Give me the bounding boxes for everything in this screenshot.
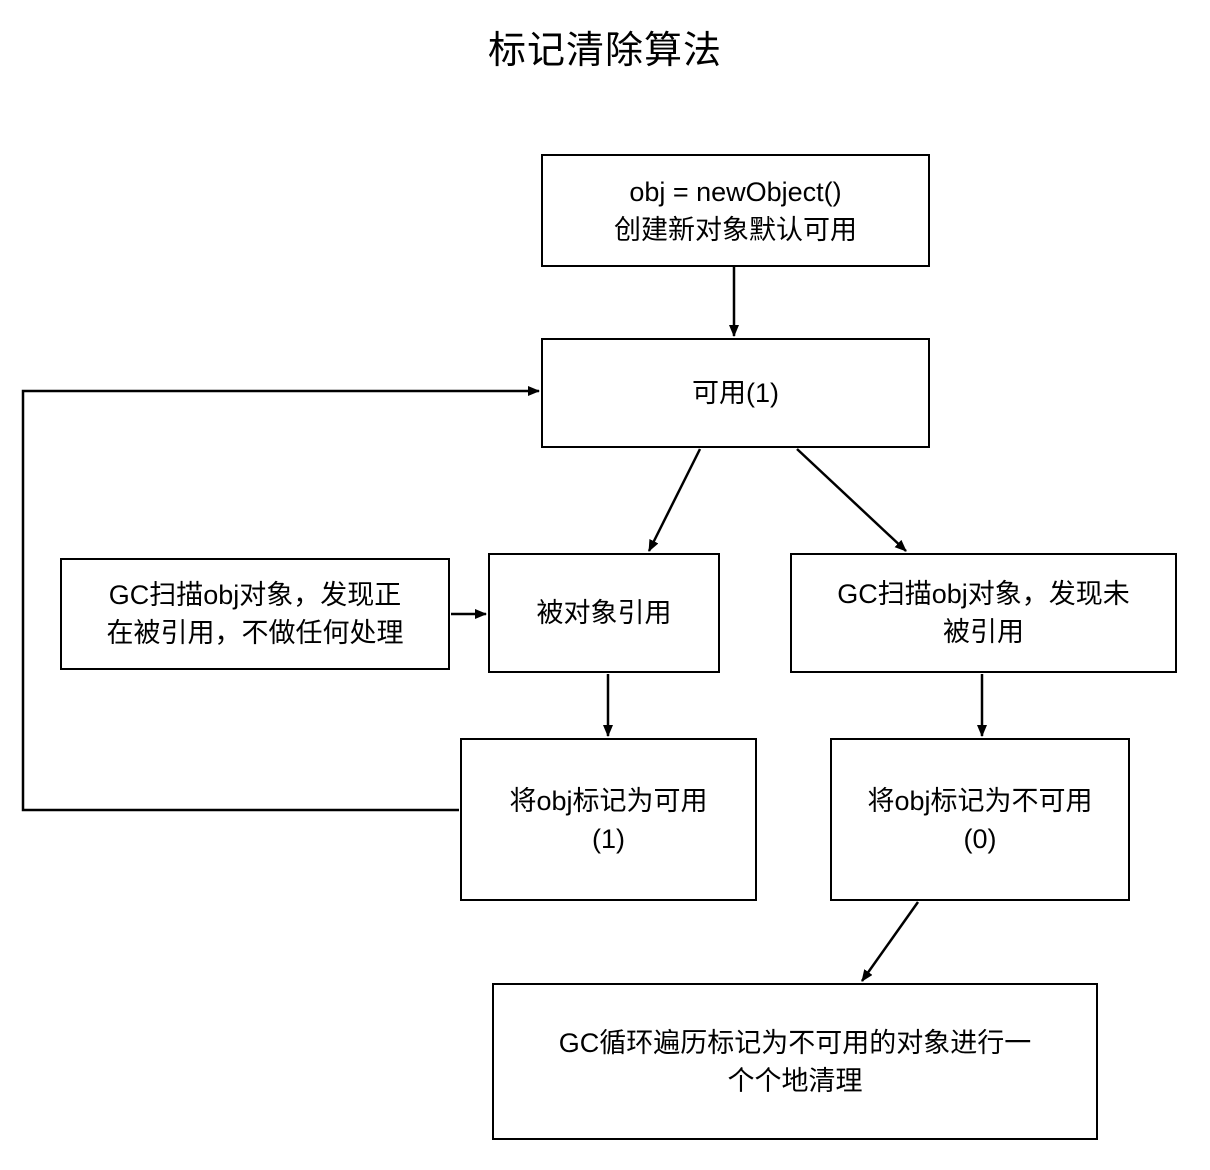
node-mark-available: 将obj标记为可用 (1)	[460, 738, 757, 901]
edge-available-to-gc-scan-unreferenced	[796, 448, 907, 552]
page-title: 标记清除算法	[487, 30, 722, 72]
node-gc-sweep-loop: GC循环遍历标记为不可用的对象进行一 个个地清理	[492, 983, 1098, 1140]
node-label: GC扫描obj对象，发现正 在被引用，不做任何处理	[106, 580, 404, 648]
node-available-state: 可用(1)	[541, 338, 930, 448]
node-label: 将obj标记为可用 (1)	[509, 785, 708, 854]
node-create-object: obj = newObject() 创建新对象默认可用	[541, 154, 930, 267]
edge-mark-available-to-available-loopback	[21, 386, 540, 812]
edge-mark-unavailable-to-sweep	[860, 901, 920, 982]
node-label: 可用(1)	[692, 378, 779, 408]
node-referenced-by-object: 被对象引用	[488, 553, 720, 673]
node-gc-scan-unreferenced: GC扫描obj对象，发现未 被引用	[790, 553, 1177, 673]
node-label: obj = newObject() 创建新对象默认可用	[614, 176, 857, 245]
node-label: 被对象引用	[536, 598, 672, 628]
node-label: 将obj标记为不可用 (0)	[867, 785, 1093, 854]
node-gc-scan-referenced: GC扫描obj对象，发现正 在被引用，不做任何处理	[60, 558, 450, 670]
node-label: GC循环遍历标记为不可用的对象进行一 个个地清理	[558, 1027, 1032, 1096]
node-label: GC扫描obj对象，发现未 被引用	[837, 579, 1130, 647]
node-mark-unavailable: 将obj标记为不可用 (0)	[830, 738, 1130, 901]
edge-available-to-referenced	[647, 448, 702, 552]
